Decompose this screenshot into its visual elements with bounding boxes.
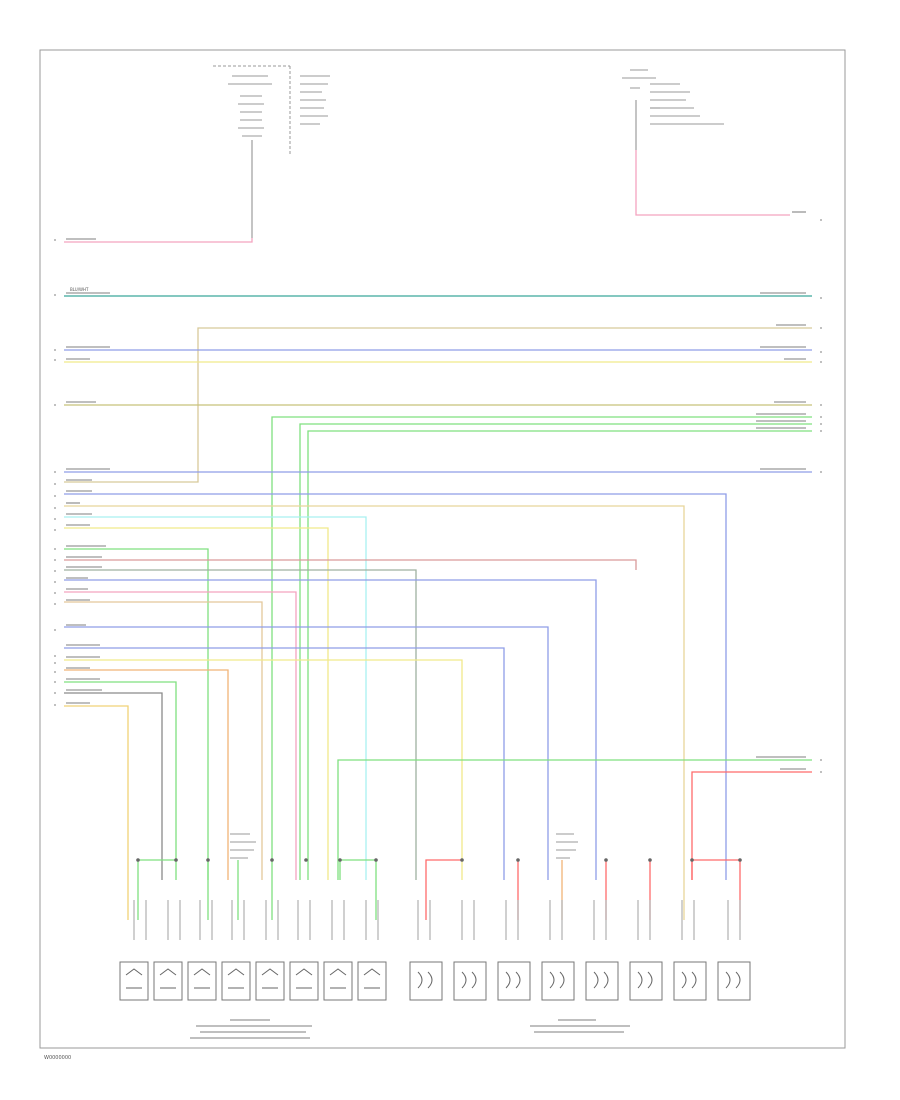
bottom-left-loops	[137, 859, 377, 920]
coil-8	[717, 961, 751, 1001]
wire-blue-580	[64, 579, 597, 880]
injector-5	[255, 961, 285, 1001]
wire-rose-560	[64, 559, 637, 570]
wire-green-417	[271, 416, 812, 880]
wire-yellow-706	[64, 705, 129, 920]
wire-green-431	[307, 430, 812, 880]
coil-symbols-right	[417, 971, 741, 989]
diagram-frame	[39, 49, 846, 1049]
vertical-wire-labels	[133, 900, 741, 940]
wire-orange-670	[64, 669, 229, 880]
bottom-captions	[190, 1019, 630, 1039]
junction-dots	[136, 858, 742, 862]
wire-green-682	[64, 681, 177, 880]
wire-gray-693	[64, 692, 163, 880]
coil-group-right	[409, 961, 751, 1001]
wire-label-sample: BLU/WHT	[70, 287, 89, 292]
coil-1	[409, 961, 443, 1001]
wire-green-549	[64, 548, 209, 880]
footer-code: W0000000	[44, 1055, 71, 1061]
wire-cyan-517	[64, 516, 367, 880]
coil-5	[585, 961, 619, 1001]
injector-3	[187, 961, 217, 1001]
injector-4	[221, 961, 251, 1001]
coil-2	[453, 961, 487, 1001]
wire-blue-627	[64, 626, 549, 880]
injector-8	[357, 961, 387, 1001]
top-left-component	[213, 65, 330, 238]
wire-gray-570	[64, 569, 417, 880]
wire-red-772	[691, 771, 812, 880]
wire-blue-648	[64, 647, 505, 880]
injector-group-left	[119, 961, 387, 1001]
injector-symbols-left	[125, 968, 381, 989]
left-wire-labels	[66, 238, 110, 704]
wire-tan-506	[64, 505, 685, 920]
wire-pink-592	[64, 591, 297, 880]
edge-connector-ticks	[54, 219, 822, 773]
coil-7	[673, 961, 707, 1001]
wire-blue-494	[64, 493, 727, 880]
coil-3	[497, 961, 531, 1001]
coil-4	[541, 961, 575, 1001]
wire-tan-602	[64, 601, 263, 880]
injector-7	[323, 961, 353, 1001]
wire-yellow-660	[64, 659, 463, 880]
top-right-component	[622, 69, 724, 150]
wire-yellow-528	[64, 527, 329, 880]
right-wire-labels	[756, 211, 806, 770]
bus-lines	[64, 150, 812, 920]
wire-pink-left	[64, 238, 253, 243]
injector-6	[289, 961, 319, 1001]
coil-6	[629, 961, 663, 1001]
wire-pink-right	[635, 150, 790, 216]
bottom-splice-labels	[230, 833, 578, 859]
bottom-right-loops	[425, 859, 741, 920]
wire-green-760	[337, 759, 812, 880]
injector-1	[119, 961, 149, 1001]
injector-2	[153, 961, 183, 1001]
wire-green-424	[299, 423, 812, 880]
